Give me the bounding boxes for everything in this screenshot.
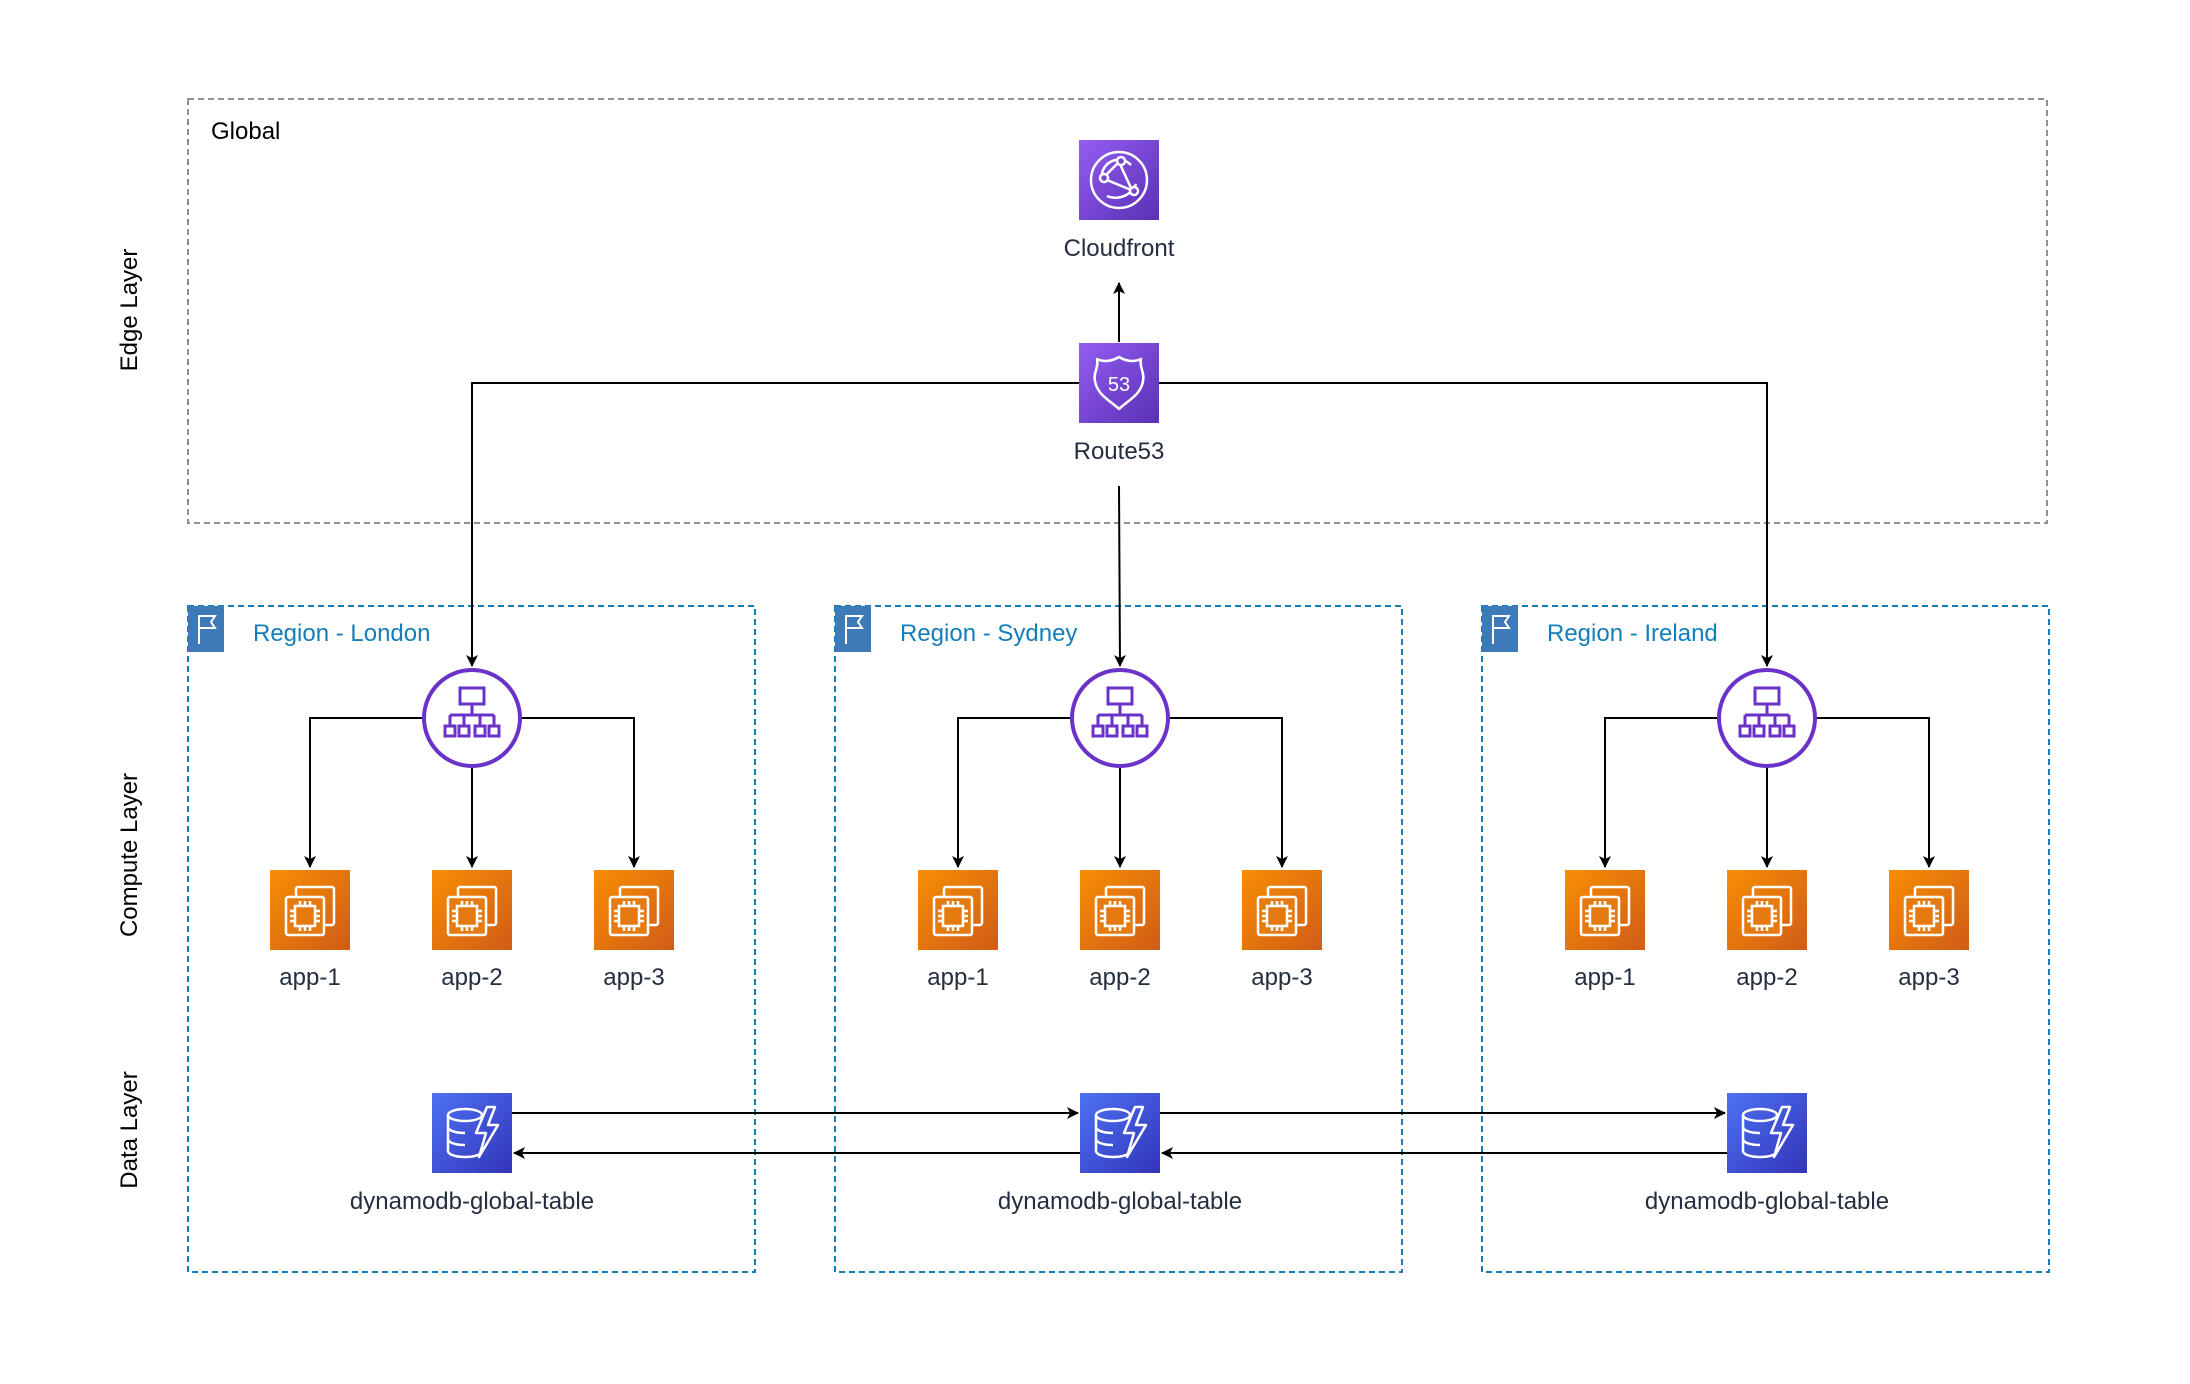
sydney-app-3: app-3 <box>1240 868 1324 991</box>
edge-route53-london <box>466 382 1079 667</box>
dynamodb-icon <box>430 1091 514 1175</box>
dynamodb-label: dynamodb-global-table <box>998 1188 1242 1215</box>
ec2-instance-icon <box>1887 868 1971 952</box>
edge-sydney-elb-app3 <box>1169 717 1288 868</box>
app-label: app-1 <box>1574 964 1635 991</box>
london-app-2: app-2 <box>430 868 514 991</box>
dynamodb-icon <box>1725 1091 1809 1175</box>
edge-ireland-elb-app1 <box>1599 717 1718 868</box>
cloudfront-label: Cloudfront <box>1064 235 1175 262</box>
compute-layer-label: Compute Layer <box>116 773 143 937</box>
ec2-instance-icon <box>1078 868 1162 952</box>
cloudfront-node: Cloudfront <box>1064 140 1175 262</box>
cloudfront-icon <box>1079 140 1159 220</box>
data-layer-label: Data Layer <box>116 1071 143 1188</box>
edge-route53-ireland <box>1159 382 1773 667</box>
region-london-title: Region - London <box>253 620 430 647</box>
app-label: app-1 <box>927 964 988 991</box>
ec2-instance-icon <box>1240 868 1324 952</box>
dynamodb-label: dynamodb-global-table <box>350 1188 594 1215</box>
app-label: app-3 <box>603 964 664 991</box>
global-group <box>187 98 2048 524</box>
region-flag-icon <box>834 605 872 653</box>
route53-icon: 53 <box>1079 343 1159 423</box>
edge-route53-sydney <box>1113 485 1126 667</box>
edge-ireland-elb-app3 <box>1816 717 1935 868</box>
ec2-instance-icon <box>592 868 676 952</box>
sydney-app-1: app-1 <box>916 868 1000 991</box>
ireland-app-3: app-3 <box>1887 868 1971 991</box>
ireland-app-1: app-1 <box>1563 868 1647 991</box>
app-label: app-2 <box>441 964 502 991</box>
dynamodb-icon <box>1078 1091 1162 1175</box>
ec2-instance-icon <box>430 868 514 952</box>
app-label: app-2 <box>1089 964 1150 991</box>
route53-node: 53 Route53 <box>1074 343 1165 465</box>
ireland-app-2: app-2 <box>1725 868 1809 991</box>
ec2-instance-icon <box>916 868 1000 952</box>
app-label: app-3 <box>1898 964 1959 991</box>
region-flag-icon <box>1481 605 1519 653</box>
sydney-dynamodb: dynamodb-global-table <box>998 1091 1242 1215</box>
region-sydney-title: Region - Sydney <box>900 620 1077 647</box>
ec2-instance-icon <box>1725 868 1809 952</box>
edge-layer-label: Edge Layer <box>116 249 143 372</box>
app-label: app-1 <box>279 964 340 991</box>
elastic-load-balancer-icon <box>1717 668 1817 768</box>
elastic-load-balancer-icon <box>422 668 522 768</box>
ec2-instance-icon <box>1563 868 1647 952</box>
elastic-load-balancer-icon <box>1070 668 1170 768</box>
region-ireland-group: Region - Ireland <box>1481 605 2050 1273</box>
sydney-app-2: app-2 <box>1078 868 1162 991</box>
edge-london-elb-app1 <box>304 717 423 868</box>
app-label: app-3 <box>1251 964 1312 991</box>
ec2-instance-icon <box>268 868 352 952</box>
global-group-title: Global <box>211 118 280 145</box>
region-flag-icon <box>187 605 225 653</box>
region-sydney-group: Region - Sydney <box>834 605 1403 1273</box>
ireland-dynamodb: dynamodb-global-table <box>1645 1091 1889 1215</box>
route53-badge-text: 53 <box>1108 374 1130 396</box>
edge-sydney-elb-app1 <box>952 717 1071 868</box>
app-label: app-2 <box>1736 964 1797 991</box>
london-dynamodb: dynamodb-global-table <box>350 1091 594 1215</box>
region-ireland-title: Region - Ireland <box>1547 620 1718 647</box>
edge-london-elb-app3 <box>521 717 640 868</box>
london-app-1: app-1 <box>268 868 352 991</box>
dynamodb-label: dynamodb-global-table <box>1645 1188 1889 1215</box>
london-app-3: app-3 <box>592 868 676 991</box>
route53-label: Route53 <box>1074 438 1165 465</box>
